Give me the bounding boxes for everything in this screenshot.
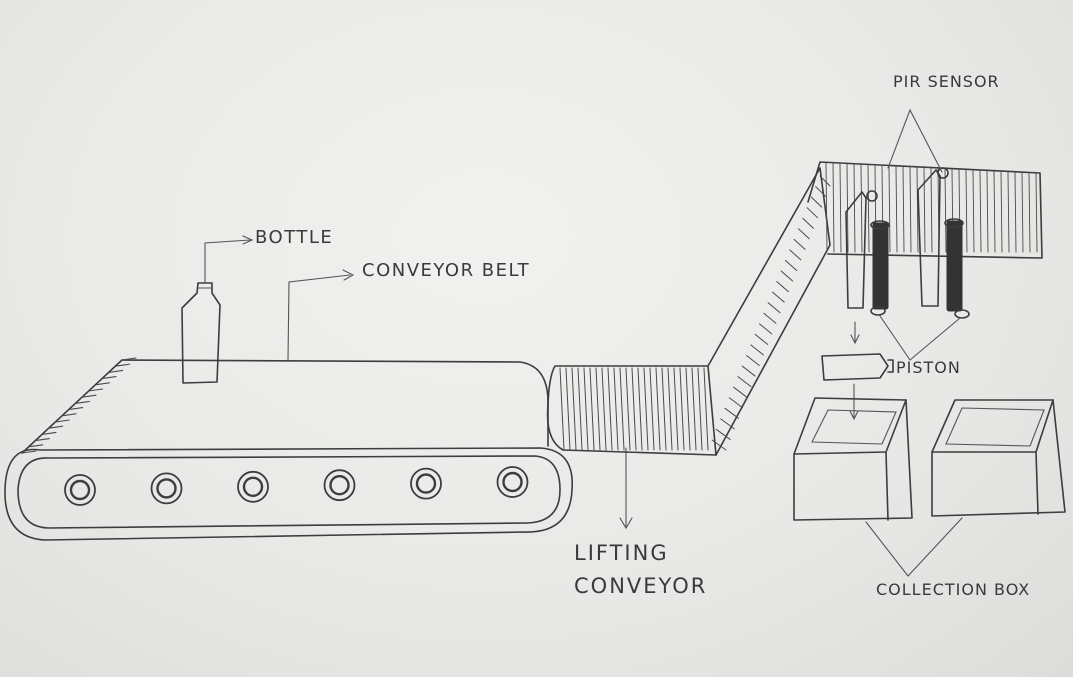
piston-leader — [880, 316, 960, 360]
pir-sensor-leader — [888, 110, 942, 172]
piston-2 — [945, 219, 969, 318]
pir-sensor-label: PIR SENSOR — [893, 74, 1000, 90]
belt-roller — [238, 472, 268, 502]
bottle — [182, 283, 220, 383]
piston-drop-arrow — [851, 322, 859, 343]
piston-1 — [871, 221, 889, 315]
conveyor-belt-leader — [288, 270, 353, 360]
collection-box-label: COLLECTION BOX — [876, 582, 1030, 598]
collection-box-2 — [932, 400, 1065, 516]
lifting-conveyor-leader — [620, 448, 632, 528]
piston-label: PISTON — [896, 360, 961, 376]
fallen-bottle — [822, 354, 893, 380]
transfer-conveyor — [548, 366, 716, 455]
belt-roller — [498, 467, 528, 497]
belt-rollers — [65, 467, 528, 505]
belt-hatching — [22, 358, 136, 453]
belt-roller — [152, 473, 182, 503]
pir-sensor-2 — [918, 168, 948, 306]
bottle-label: BOTTLE — [255, 229, 333, 247]
bottle-leader — [205, 236, 252, 282]
belt-roller — [65, 475, 95, 505]
collection-box-leader — [866, 518, 962, 576]
sorting-platform — [808, 162, 1042, 258]
box-drop-arrow — [850, 384, 858, 419]
lifting-conveyor-label: LIFTING CONVEYOR — [574, 537, 707, 602]
belt-roller — [411, 469, 441, 499]
conveyor-belt-label: CONVEYOR BELT — [362, 262, 530, 280]
lifting-conveyor — [708, 168, 830, 455]
conveyor-belt — [5, 358, 572, 540]
belt-roller — [325, 470, 355, 500]
